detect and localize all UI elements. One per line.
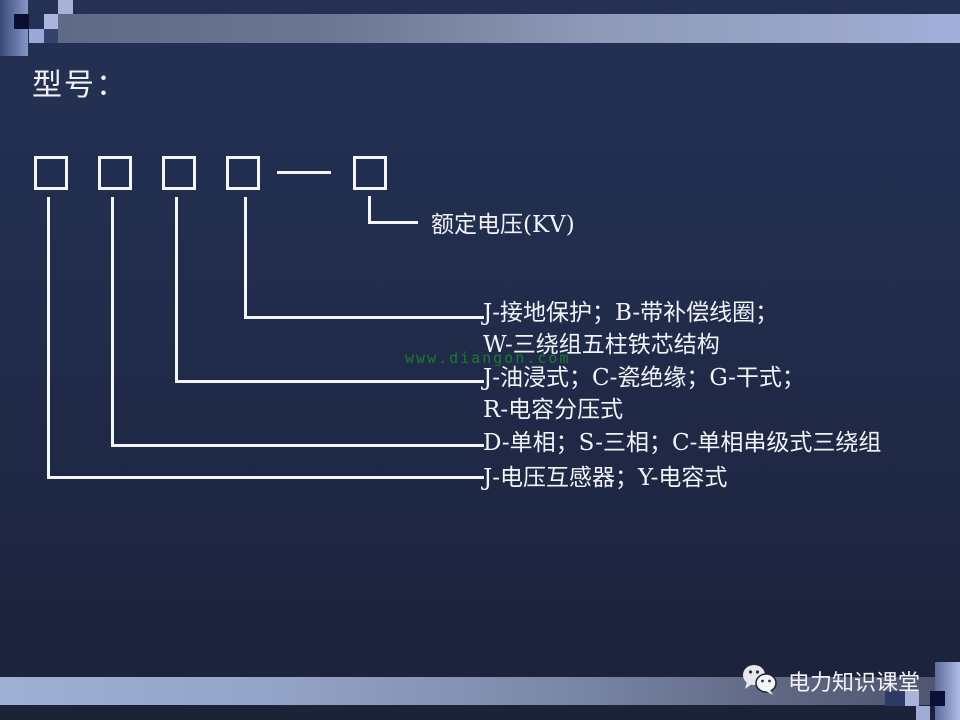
watermark: www.diangon.com (405, 349, 571, 367)
code-box-4 (226, 156, 260, 190)
connector-box4-vertical (244, 197, 247, 319)
wechat-icon (740, 662, 780, 700)
decor-square (930, 691, 945, 706)
code-box-3 (162, 156, 196, 190)
connector-box5-vertical (368, 196, 371, 224)
connector-box3-vertical (175, 197, 178, 383)
connector-box5-horizontal (368, 221, 418, 224)
decor-square (885, 691, 905, 706)
label-position4-line1: J-接地保护；B-带补偿线圈； (483, 300, 779, 326)
connector-box4-horizontal (244, 316, 484, 319)
label-position2: D-单相；S-三相；C-单相串级式三绕组 (483, 430, 882, 456)
decor-square (44, 29, 59, 43)
label-position3-line1: J-油浸式；C-瓷绝缘；G-干式； (483, 365, 805, 391)
connector-box2-vertical (111, 197, 114, 447)
label-rated-voltage: 额定电压(KV) (431, 212, 575, 238)
label-position4-line2: W-三绕组五柱铁芯结构 (483, 332, 720, 358)
brand-badge: 电力知识课堂 (740, 662, 920, 700)
decor-square (29, 29, 44, 43)
brand-name: 电力知识课堂 (788, 671, 921, 696)
top-decor-band (58, 14, 960, 43)
decor-square (58, 0, 73, 14)
bottom-decor-band (0, 677, 935, 705)
connector-box3-horizontal (175, 380, 484, 383)
connector-box1-horizontal (47, 476, 484, 479)
code-separator-dash (277, 171, 331, 174)
decor-square (905, 691, 919, 706)
code-box-2 (98, 156, 132, 190)
connector-box1-vertical (47, 197, 50, 479)
slide-title: 型号： (32, 68, 128, 103)
connector-box2-horizontal (111, 444, 484, 447)
label-position1: J-电压互感器；Y-电容式 (483, 465, 728, 491)
code-box-1 (34, 156, 68, 190)
code-box-5 (353, 156, 387, 190)
label-position3-line2: R-电容分压式 (483, 397, 624, 423)
decor-square (44, 14, 59, 29)
decor-square (916, 706, 930, 720)
decor-square (14, 14, 29, 29)
